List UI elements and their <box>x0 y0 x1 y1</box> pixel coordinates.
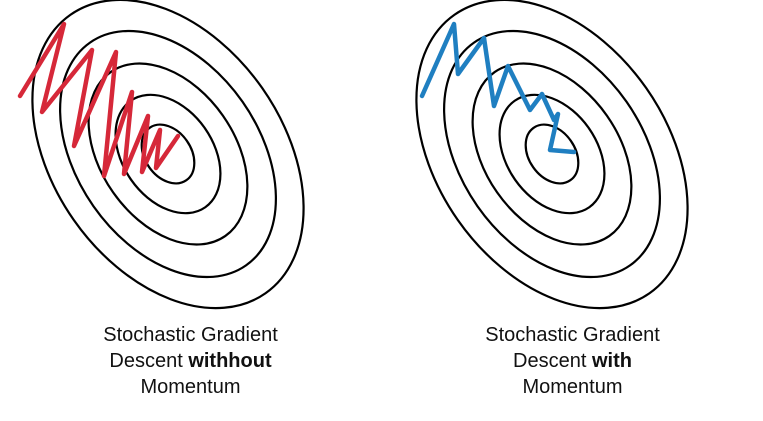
gradient-path-oscillating <box>17 21 181 179</box>
contour-diagram-without-momentum <box>17 0 305 310</box>
contour-diagram-with-momentum <box>415 0 689 310</box>
contour-ellipses <box>415 0 689 310</box>
contour-ring-2 <box>443 29 661 279</box>
gradient-path-smooth <box>419 21 577 155</box>
contour-ring-2 <box>59 29 277 279</box>
contour-ring-3 <box>87 62 249 246</box>
contour-ring-4 <box>498 93 606 215</box>
caption-line-2-bold: withhout <box>188 350 272 372</box>
caption-line-1: Stochastic Gradient <box>485 324 660 346</box>
contour-ring-3 <box>471 62 633 246</box>
caption-line-3: Momentum <box>140 376 241 398</box>
contour-ring-1 <box>415 0 689 310</box>
panel-sgd-without-momentum: Stochastic Gradient Descent withhout Mom… <box>0 0 381 421</box>
caption-line-2-bold: with <box>591 350 632 372</box>
caption-line-2-prefix: Descent <box>109 350 189 372</box>
caption-line-2: Descent with <box>382 348 763 374</box>
caption-line-2: Descent withhout <box>0 348 381 374</box>
contour-ring-5 <box>140 123 196 185</box>
caption-line-3: Momentum <box>522 376 623 398</box>
caption-without-momentum: Stochastic Gradient Descent withhout Mom… <box>0 322 381 400</box>
contour-ring-1 <box>31 0 305 310</box>
caption-line-2-prefix: Descent <box>513 350 592 372</box>
panel-sgd-with-momentum: Stochastic Gradient Descent with Momentu… <box>382 0 763 421</box>
caption-with-momentum: Stochastic Gradient Descent with Momentu… <box>382 322 763 400</box>
caption-line-1: Stochastic Gradient <box>103 324 278 346</box>
contour-ring-5 <box>524 123 580 185</box>
contour-ellipses <box>31 0 305 310</box>
